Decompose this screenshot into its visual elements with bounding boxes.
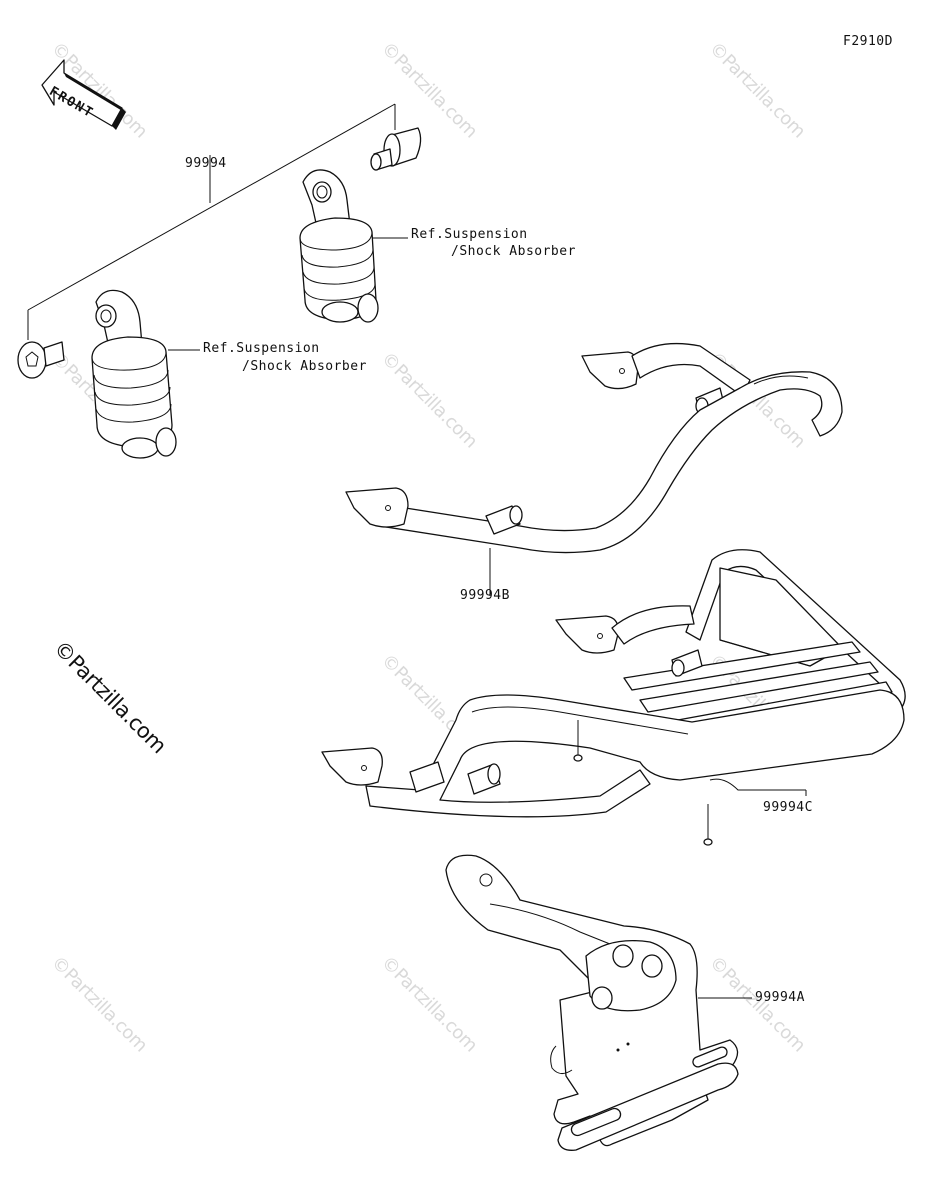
callout-99994C[interactable]: 99994C (763, 800, 813, 815)
bolt-lower (17, 341, 65, 379)
ref-label-upper-line2[interactable]: /Shock Absorber (451, 244, 576, 259)
grab-bar-99994B (345, 342, 843, 596)
rear-carrier-99994C (321, 549, 906, 846)
callout-99994A[interactable]: 99994A (755, 990, 805, 1005)
front-arrow-icon (41, 59, 126, 130)
collar-upper (370, 127, 422, 171)
diagram-code: F2910D (843, 34, 893, 49)
shock-absorber-lower (91, 289, 177, 459)
kit-leader-lines (27, 103, 396, 340)
plate-bracket-99994A (445, 854, 752, 1151)
ref-label-lower-line1[interactable]: Ref.Suspension (203, 341, 320, 356)
callout-99994[interactable]: 99994 (185, 156, 227, 171)
shock-absorber-upper (299, 169, 379, 323)
ref-label-upper-line1[interactable]: Ref.Suspension (411, 227, 528, 242)
ref-label-lower-line2[interactable]: /Shock Absorber (242, 359, 367, 374)
callout-99994B[interactable]: 99994B (460, 588, 510, 603)
